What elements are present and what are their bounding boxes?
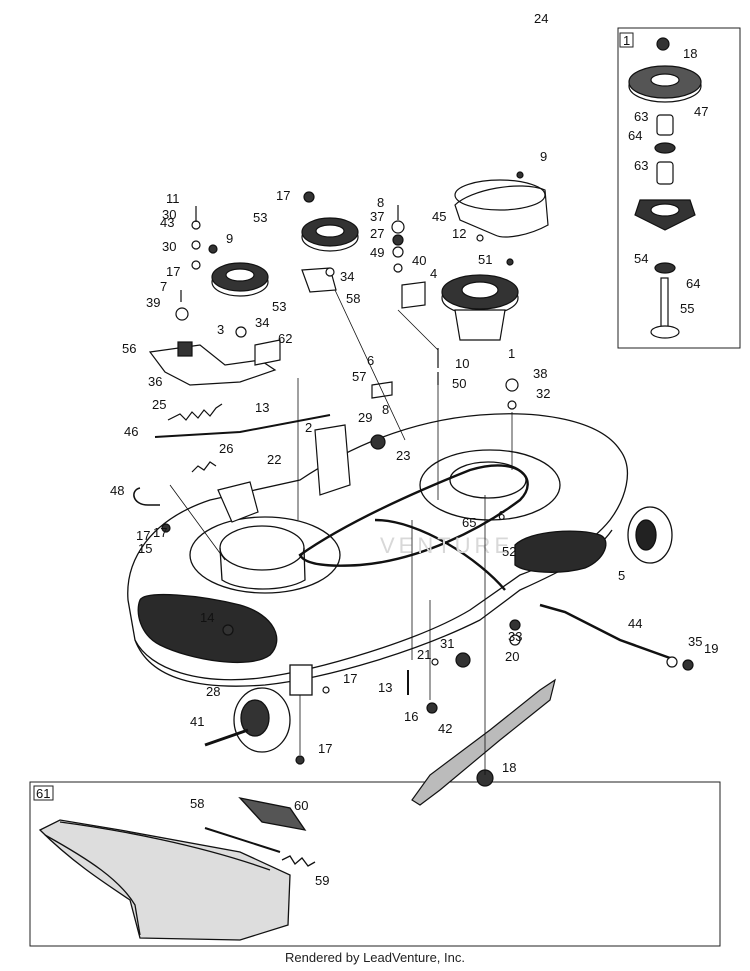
deflector-inset bbox=[29, 781, 721, 947]
callout-label: 11 bbox=[166, 191, 180, 206]
callout-label: 15 bbox=[138, 541, 152, 556]
callout-labels: 1 2 3 4 5 6 6 7 8 8 9 9 10 11 12 13 13 1… bbox=[110, 11, 718, 888]
callout-label: 16 bbox=[404, 709, 418, 724]
callout-label: 50 bbox=[452, 376, 466, 391]
callout-label: 24 bbox=[534, 11, 548, 26]
callout-label: 14 bbox=[200, 610, 214, 625]
callout-label: 13 bbox=[378, 680, 392, 695]
callout-label: 32 bbox=[536, 386, 550, 401]
callout-label: 47 bbox=[694, 104, 708, 119]
callout-label: 43 bbox=[160, 215, 174, 230]
callout-label: 37 bbox=[370, 209, 384, 224]
callout-label: 40 bbox=[412, 253, 426, 268]
callout-label: 12 bbox=[452, 226, 466, 241]
callout-label: 41 bbox=[190, 714, 204, 729]
callout-label: 17 bbox=[166, 264, 180, 279]
callout-label: 65 bbox=[462, 515, 476, 530]
callout-label: 30 bbox=[162, 239, 176, 254]
callout-label: 19 bbox=[704, 641, 718, 656]
callout-label: 62 bbox=[278, 331, 292, 346]
callout-label: 31 bbox=[440, 636, 454, 651]
spindle-inset bbox=[617, 27, 741, 349]
callout-label: 53 bbox=[272, 299, 286, 314]
callout-label: 42 bbox=[438, 721, 452, 736]
callout-label: 9 bbox=[540, 149, 547, 164]
callout-label: 9 bbox=[226, 231, 233, 246]
callout-label: 1 bbox=[508, 346, 515, 361]
callout-label: 36 bbox=[148, 374, 162, 389]
callout-label: 60 bbox=[294, 798, 308, 813]
callout-label: 23 bbox=[396, 448, 410, 463]
callout-label: 2 bbox=[305, 420, 312, 435]
callout-label: 4 bbox=[430, 266, 437, 281]
mower-deck bbox=[127, 413, 673, 753]
left-idler-assembly bbox=[133, 206, 331, 523]
callout-label: 28 bbox=[206, 684, 220, 699]
callout-label: 54 bbox=[634, 251, 648, 266]
callout-label: 17 bbox=[136, 528, 150, 543]
callout-label: 5 bbox=[618, 568, 625, 583]
callout-label: 49 bbox=[370, 245, 384, 260]
callout-label: 3 bbox=[217, 322, 224, 337]
callout-label: 64 bbox=[686, 276, 700, 291]
callout-label: 8 bbox=[377, 195, 384, 210]
callout-label: 56 bbox=[122, 341, 136, 356]
callout-label: 26 bbox=[219, 441, 233, 456]
callout-label: 6 bbox=[498, 508, 505, 523]
right-spindle-assembly bbox=[391, 171, 549, 410]
callout-label: 10 bbox=[455, 356, 469, 371]
callout-label: 35 bbox=[688, 634, 702, 649]
leader-lines bbox=[169, 289, 513, 775]
callout-label: 25 bbox=[152, 397, 166, 412]
blade-assembly bbox=[161, 523, 694, 806]
callout-label: 55 bbox=[680, 301, 694, 316]
callout-label: 7 bbox=[160, 279, 167, 294]
callout-label: 46 bbox=[124, 424, 138, 439]
callout-label: 57 bbox=[352, 369, 366, 384]
watermark: VENTURE bbox=[380, 533, 513, 558]
callout-label: 64 bbox=[628, 128, 642, 143]
callout-label: 17 bbox=[276, 188, 290, 203]
callout-label: 58 bbox=[190, 796, 204, 811]
callout-label: 18 bbox=[683, 46, 697, 61]
footer-credit: Rendered by LeadVenture, Inc. bbox=[285, 950, 465, 965]
callout-label: 44 bbox=[628, 616, 642, 631]
deflector-shield bbox=[38, 796, 316, 941]
callout-label: 18 bbox=[502, 760, 516, 775]
callout-label: 34 bbox=[255, 315, 269, 330]
callout-label: 6 bbox=[367, 353, 374, 368]
callout-label: 48 bbox=[110, 483, 124, 498]
spindle-exploded bbox=[628, 37, 702, 339]
callout-label: 45 bbox=[432, 209, 446, 224]
inset-tag-spindle: 1 bbox=[623, 33, 630, 48]
callout-label: 59 bbox=[315, 873, 329, 888]
callout-label: 33 bbox=[508, 629, 522, 644]
callout-label: 30 bbox=[162, 207, 176, 222]
callout-label: 13 bbox=[255, 400, 269, 415]
callout-label: 8 bbox=[382, 402, 389, 417]
callout-label: 53 bbox=[253, 210, 267, 225]
callout-label: 20 bbox=[505, 649, 519, 664]
callout-label: 63 bbox=[634, 158, 648, 173]
callout-label: 52 bbox=[502, 544, 516, 559]
inset-tag-deflector: 61 bbox=[36, 786, 50, 801]
callout-label: 39 bbox=[146, 295, 160, 310]
callout-label: 29 bbox=[358, 410, 372, 425]
callout-label: 17 bbox=[153, 525, 167, 540]
callout-label: 21 bbox=[417, 647, 431, 662]
callout-label: 22 bbox=[267, 452, 281, 467]
callout-label: 17 bbox=[318, 741, 332, 756]
callout-label: 17 bbox=[343, 671, 357, 686]
callout-label: 63 bbox=[634, 109, 648, 124]
callout-label: 38 bbox=[533, 366, 547, 381]
center-idler-assembly bbox=[301, 191, 393, 496]
callout-label: 27 bbox=[370, 226, 384, 241]
callout-label: 34 bbox=[340, 269, 354, 284]
callout-label: 58 bbox=[346, 291, 360, 306]
callout-label: 51 bbox=[478, 252, 492, 267]
